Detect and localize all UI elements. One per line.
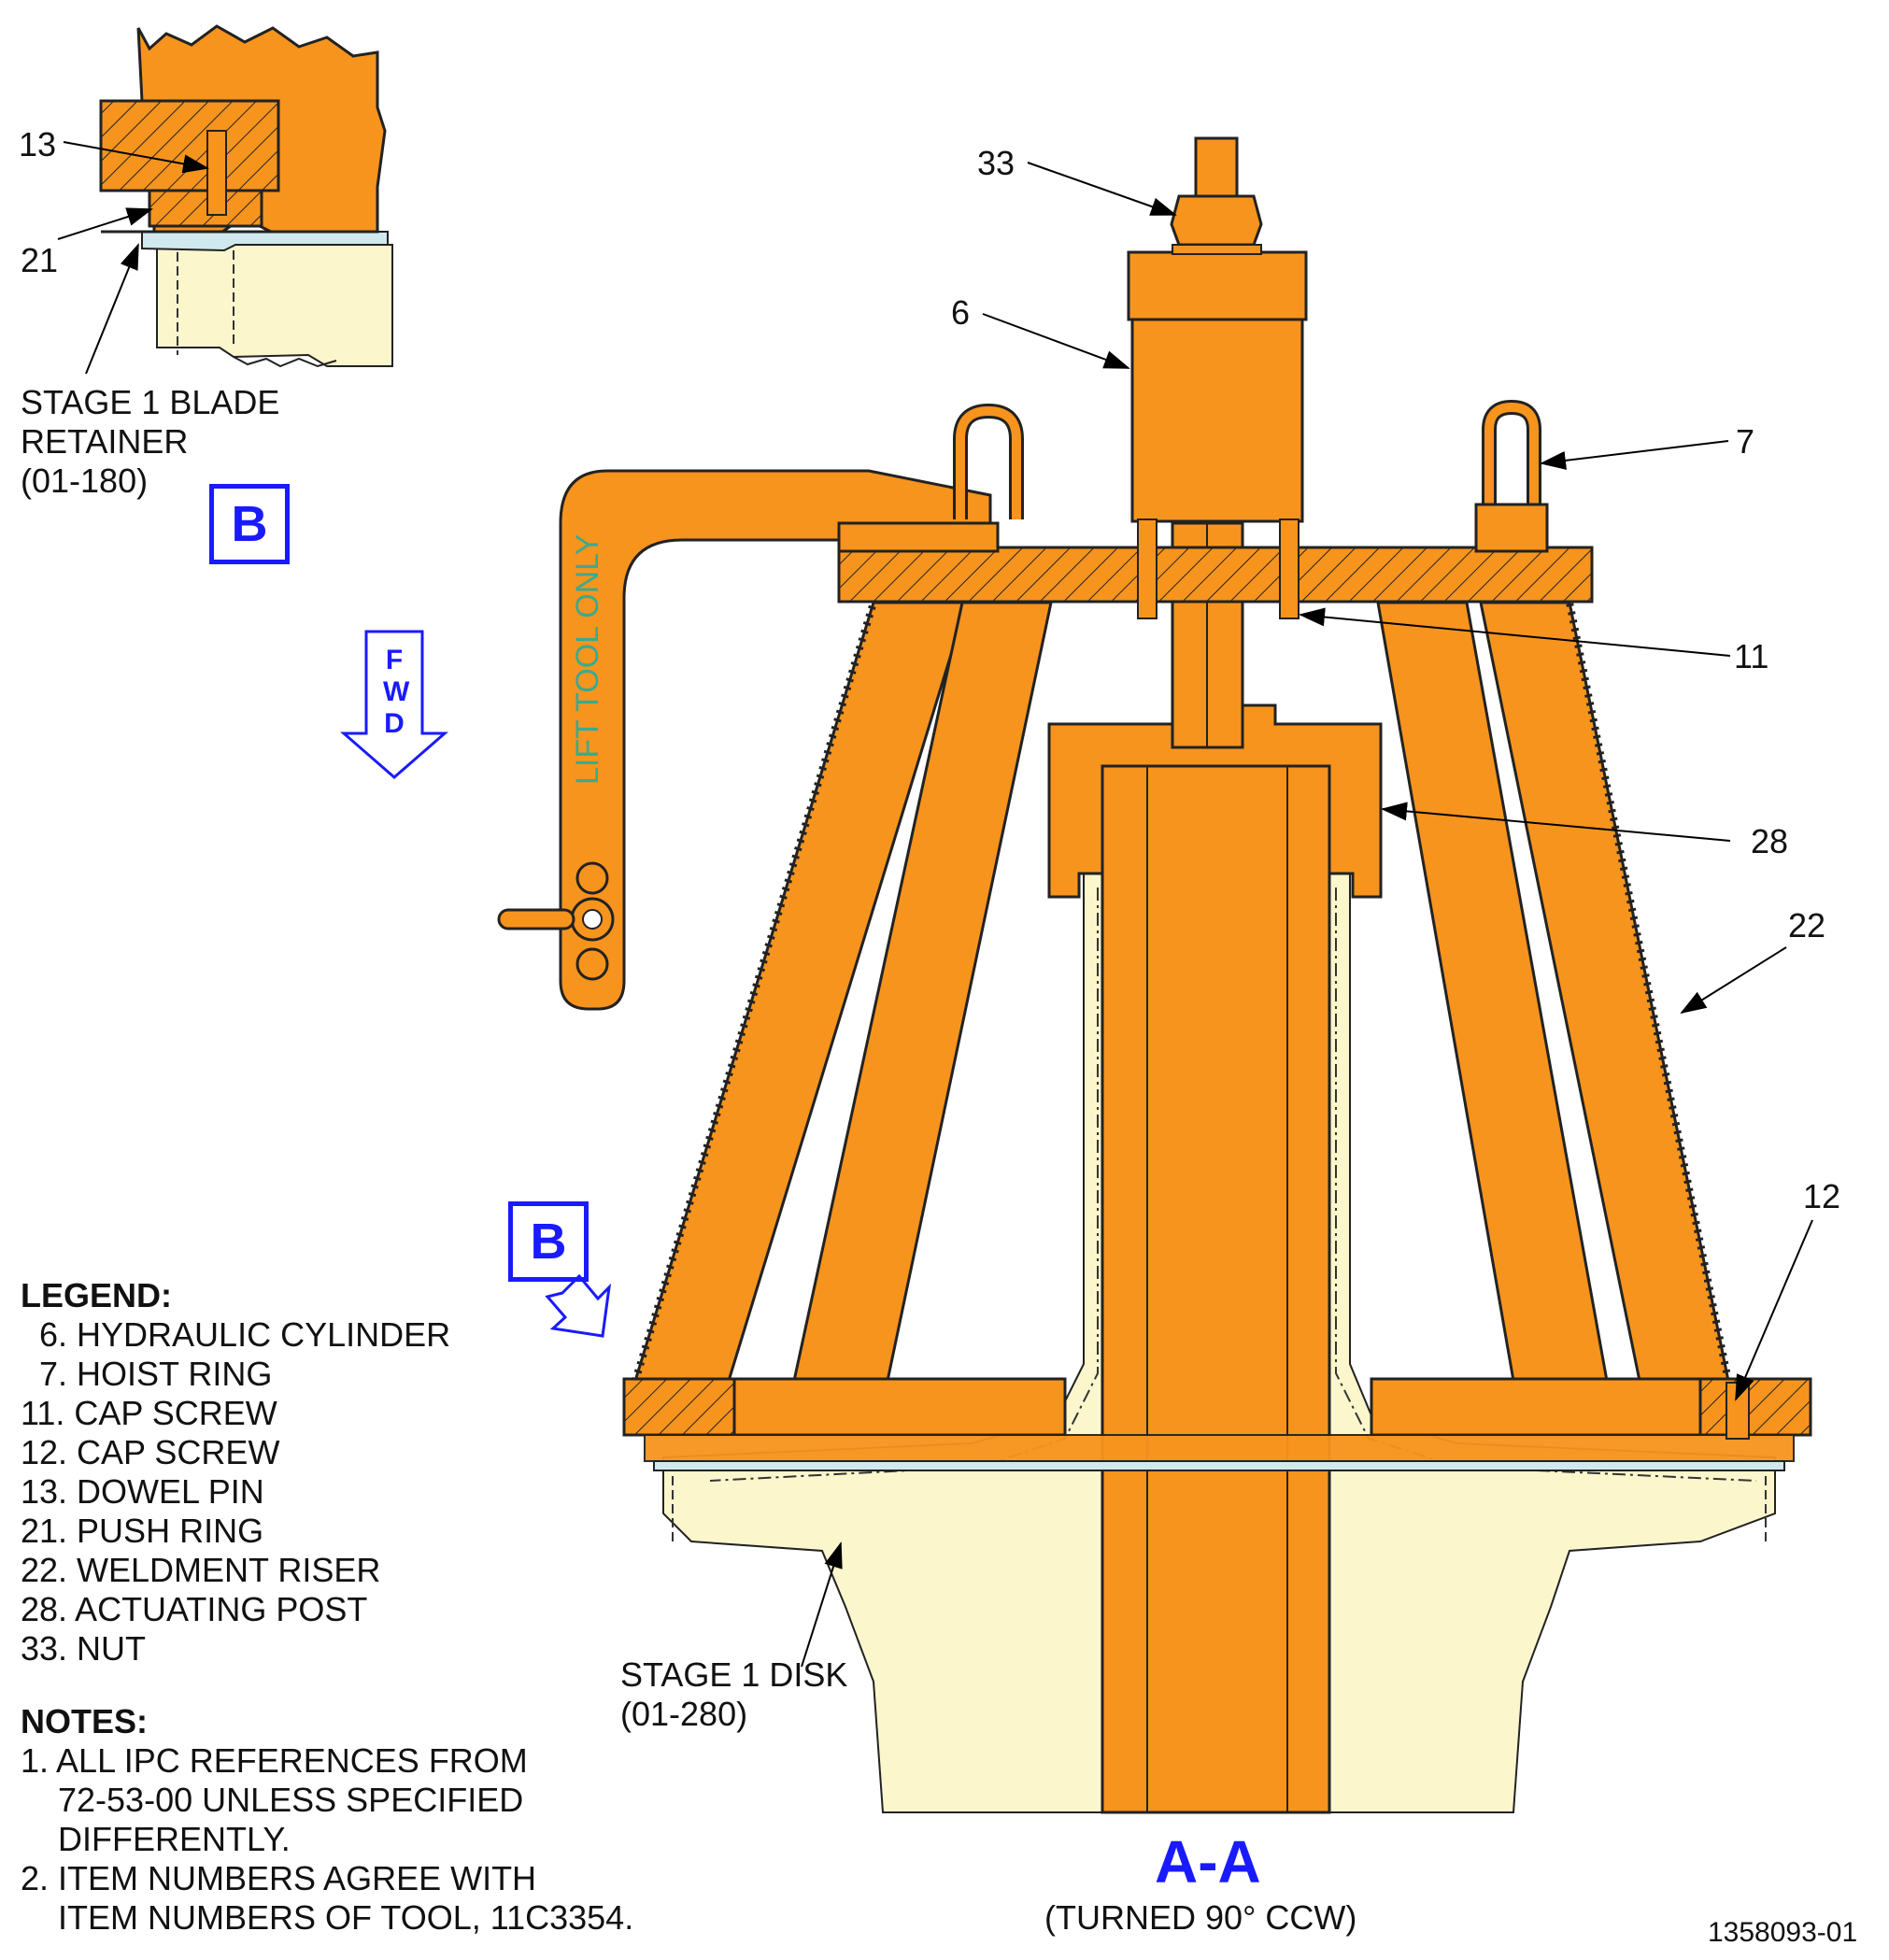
legend-item: 7. HOIST RING — [21, 1355, 273, 1393]
callout-11: 11 — [1734, 637, 1769, 675]
callout-7: 7 — [1736, 422, 1755, 461]
fwd-label: F W D — [383, 645, 410, 739]
callout-22: 22 — [1788, 906, 1826, 944]
callout-28: 28 — [1751, 822, 1789, 860]
callout-21: 21 — [21, 241, 59, 279]
legend-item: 33. NUT — [21, 1629, 147, 1668]
section-a-a-drawing — [497, 136, 1813, 1814]
callout-12: 12 — [1803, 1177, 1841, 1215]
detail-b-view — [57, 24, 393, 375]
stage1-disk-label: STAGE 1 DISK (01-280) — [620, 1655, 848, 1733]
detail-b-marker: B — [209, 484, 290, 564]
note-line: 2. ITEM NUMBERS AGREE WITH — [21, 1859, 537, 1897]
section-title: A-A — [1155, 1828, 1261, 1896]
legend-item: 21. PUSH RING — [21, 1512, 264, 1550]
legend-item: 11. CAP SCREW — [21, 1394, 277, 1432]
legend: LEGEND: 6. HYDRAULIC CYLINDER 7. HOIST R… — [21, 1276, 450, 1669]
legend-item: 22. WELDMENT RISER — [21, 1551, 381, 1589]
figure-id: 1358093-01 — [1708, 1917, 1858, 1948]
legend-item: 28. ACTUATING POST — [21, 1590, 368, 1628]
callout-13: 13 — [19, 125, 57, 163]
view-b-arrow-icon — [545, 1273, 612, 1338]
legend-item: 13. DOWEL PIN — [21, 1472, 264, 1511]
note-line: 1. ALL IPC REFERENCES FROM — [21, 1741, 528, 1780]
note-line: DIFFERENTLY. — [21, 1820, 291, 1858]
legend-item: 6. HYDRAULIC CYLINDER — [21, 1315, 451, 1354]
section-subtitle: (TURNED 90° CCW) — [1044, 1898, 1357, 1937]
notes: NOTES: 1. ALL IPC REFERENCES FROM 72-53-… — [21, 1702, 633, 1938]
callout-33: 33 — [977, 144, 1016, 182]
legend-heading: LEGEND: — [21, 1276, 172, 1314]
lift-tool-only-label: LIFT TOOL ONLY — [570, 534, 605, 785]
legend-item: 12. CAP SCREW — [21, 1433, 280, 1471]
note-line: 72-53-00 UNLESS SPECIFIED — [21, 1781, 524, 1819]
note-line: ITEM NUMBERS OF TOOL, 11C3354. — [21, 1898, 634, 1937]
notes-heading: NOTES: — [21, 1702, 149, 1740]
callout-6: 6 — [951, 293, 971, 332]
view-b-marker: B — [508, 1201, 589, 1282]
stage1-blade-retainer-label: STAGE 1 BLADE RETAINER (01-180) — [21, 383, 280, 500]
fwd-arrow-icon — [339, 630, 449, 779]
